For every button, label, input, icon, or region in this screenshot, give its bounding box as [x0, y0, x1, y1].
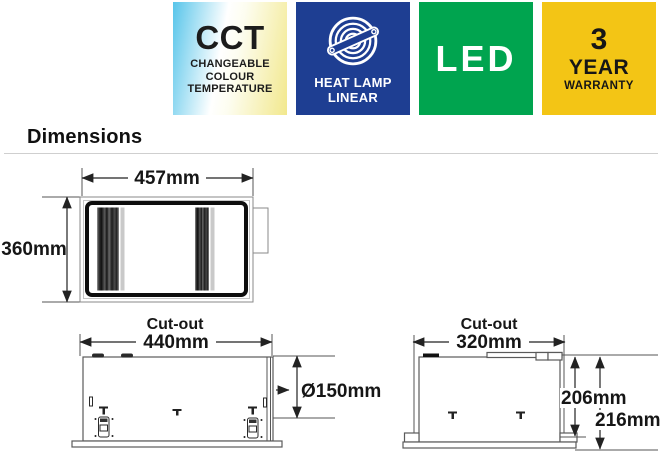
heading-divider [4, 153, 658, 154]
heat-lamp-tube-right [195, 207, 209, 291]
cct-badge-line1: CHANGEABLE [190, 58, 270, 71]
unit-body-end [418, 356, 561, 443]
dimensions-heading: Dimensions [27, 126, 143, 148]
feature-badges: CCT CHANGEABLE COLOUR TEMPERATURE [173, 2, 656, 115]
junction-box-tab [252, 207, 269, 254]
side-view-drawing: Cut-out 440mm [71, 316, 381, 448]
duct-diameter-dimension: Ø150mm [301, 381, 381, 402]
cct-badge-line3: TEMPERATURE [187, 83, 273, 96]
end-cutout-width-dimension: 320mm [456, 332, 522, 353]
heat-lamp-linear-badge: HEAT LAMP LINEAR [296, 2, 410, 115]
side-cutout-width-dimension: 440mm [143, 332, 209, 353]
ceiling-flange-side [71, 440, 283, 448]
heat-lamp-linear-icon [326, 16, 380, 65]
dimension-drawings: 457mm 360mm Cut-out 440mm [1, 168, 661, 451]
end-cutout-label: Cut-out [461, 316, 519, 333]
front-height-dimension: 360mm [1, 239, 67, 260]
heat-lamp-tube-left [97, 207, 119, 291]
unit-body-side [82, 356, 274, 442]
side-cutout-label: Cut-out [147, 316, 205, 333]
ceiling-flange-end [402, 441, 577, 449]
body-depth-dimension: 206mm [561, 388, 627, 409]
front-width-dimension: 457mm [134, 168, 200, 189]
end-view-drawing: Cut-out 320mm 206 [402, 316, 661, 451]
led-badge: LED [419, 2, 533, 115]
warranty-badge-word: WARRANTY [564, 80, 634, 93]
cct-badge: CCT CHANGEABLE COLOUR TEMPERATURE [173, 2, 287, 115]
warranty-badge-number: 3 [590, 22, 608, 56]
cct-badge-title: CCT [195, 19, 265, 57]
front-view-drawing: 457mm 360mm [1, 168, 269, 303]
heat-lamp-badge-line2: LINEAR [327, 89, 379, 105]
warranty-badge: 3 YEAR WARRANTY [542, 2, 656, 115]
heat-lamp-badge-line1: HEAT LAMP [314, 74, 392, 90]
warranty-badge-year: YEAR [568, 55, 630, 79]
overall-depth-dimension: 216mm [595, 410, 661, 431]
led-badge-label: LED [435, 37, 517, 79]
cct-badge-line2: COLOUR [205, 70, 255, 83]
